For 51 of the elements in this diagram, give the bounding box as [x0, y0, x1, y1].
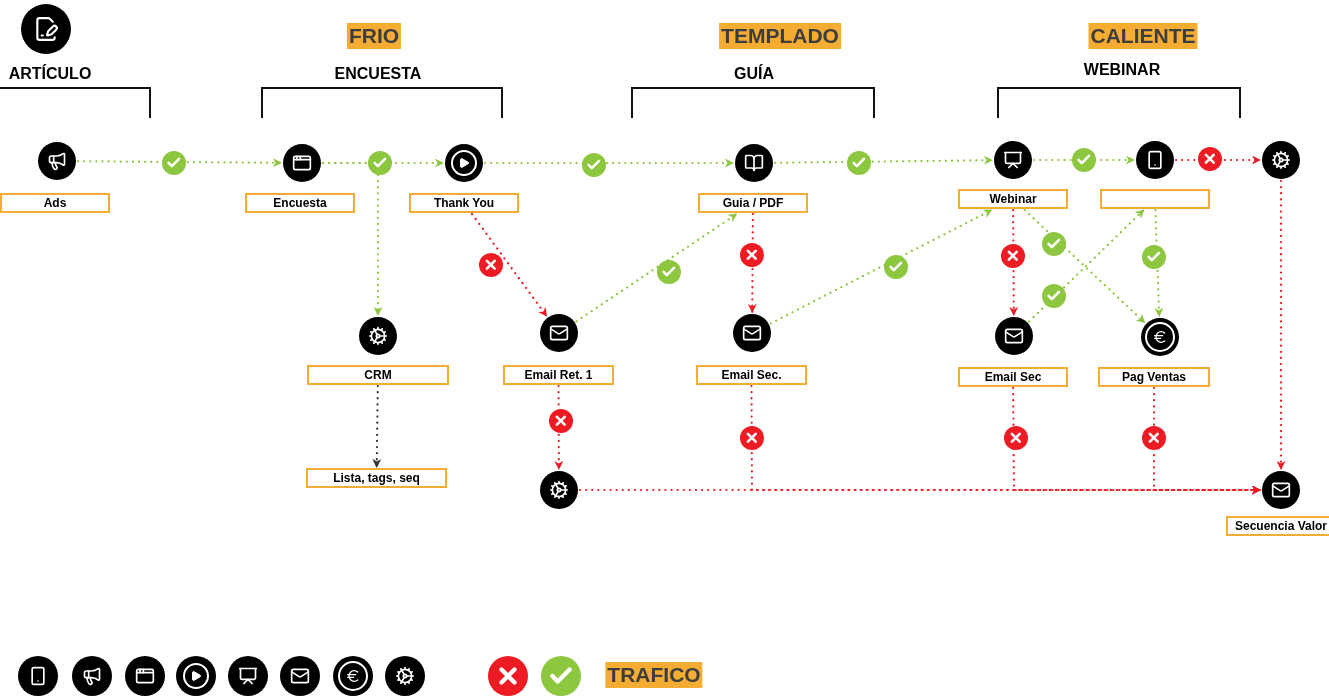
dotted-arrow [769, 208, 993, 325]
stage-heading: CALIENTE [1088, 23, 1198, 49]
label-box: Encuesta [245, 193, 355, 213]
megaphone-icon [38, 142, 76, 180]
presentation-screen-icon [994, 141, 1032, 179]
label-box: Thank You [409, 193, 519, 213]
section-heading: WEBINAR [1083, 60, 1161, 80]
dotted-arrow [1154, 208, 1164, 318]
euro-icon [1141, 318, 1179, 356]
gears-icon [1262, 141, 1300, 179]
label-box: Guia / PDF [698, 193, 808, 213]
label-box: Email Sec. [696, 365, 807, 385]
dotted-arrow [76, 158, 283, 168]
dotted-arrow [575, 212, 738, 323]
dotted-arrow [483, 158, 735, 168]
label-box: Email Ret. 1 [503, 365, 614, 385]
dotted-arrow [773, 155, 994, 165]
envelope-icon [995, 317, 1033, 355]
stage-heading: TEMPLADO [719, 23, 841, 49]
envelope-icon [540, 314, 578, 352]
stage-heading: FRIO [346, 23, 402, 49]
label-box: Ads [0, 193, 110, 213]
dotted-arrow [1174, 155, 1262, 165]
section-heading: GUÍA [734, 63, 774, 84]
stage-heading: TRAFICO [605, 662, 703, 688]
dotted-arrow [554, 384, 564, 471]
envelope-icon [733, 314, 771, 352]
gears-icon [540, 471, 578, 509]
gears-icon [359, 317, 397, 355]
book-icon [735, 144, 773, 182]
section-heading: ENCUESTA [334, 64, 422, 84]
dotted-arrow [1276, 179, 1286, 471]
dotted-arrow [321, 161, 383, 317]
envelope-icon [1262, 471, 1300, 509]
dotted-arrow [747, 212, 757, 314]
smartphone-icon [1136, 141, 1174, 179]
label-box: Email Sec [958, 367, 1068, 387]
label-box: Pag Ventas [1098, 367, 1210, 387]
browser-window-icon [283, 144, 321, 182]
dotted-arrow [1009, 208, 1019, 317]
empty-label-box [1100, 189, 1210, 209]
dotted-arrow [372, 384, 382, 469]
label-box: Lista, tags, seq [306, 468, 447, 488]
label-box: CRM [307, 365, 449, 385]
dotted-arrow [578, 485, 1262, 495]
dotted-arrow [1032, 155, 1136, 165]
play-icon [445, 144, 483, 182]
section-heading: ARTÍCULO [8, 63, 92, 84]
label-box: Secuencia Valor [1226, 516, 1329, 536]
label-box: Webinar [958, 189, 1068, 209]
dotted-arrow [470, 212, 548, 318]
